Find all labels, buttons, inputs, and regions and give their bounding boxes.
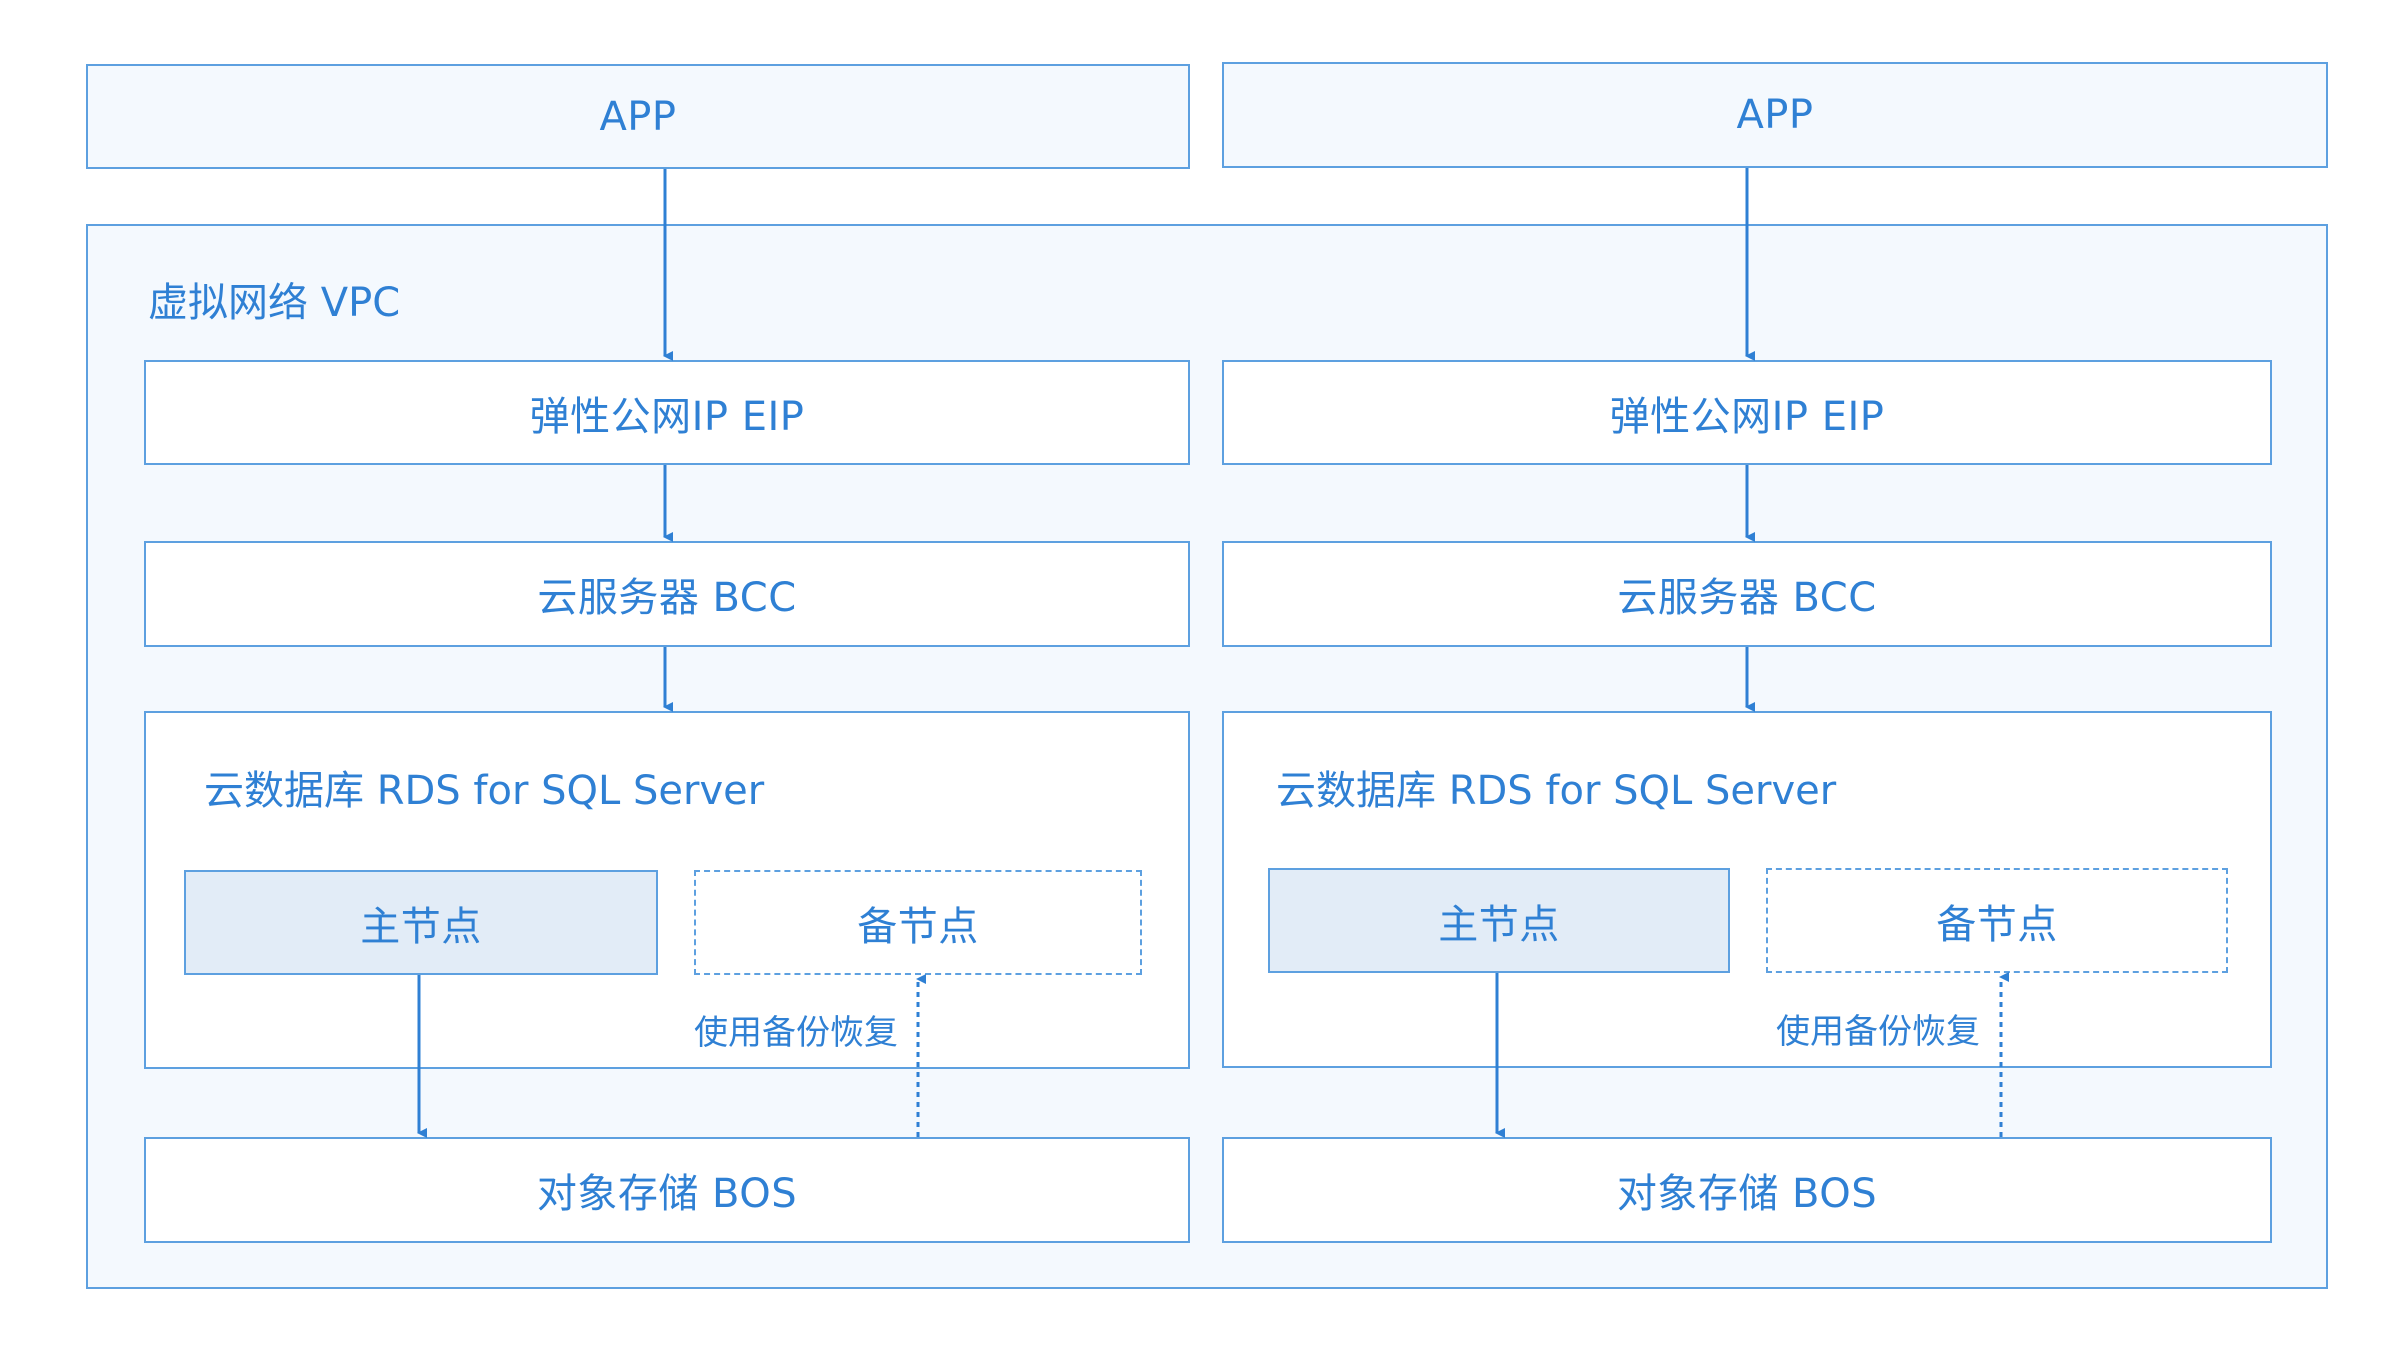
left-eip-box: 弹性公网IP EIP — [144, 360, 1190, 465]
left-primary-node: 主节点 — [184, 870, 658, 975]
right-app-label: APP — [1736, 92, 1814, 138]
left-eip-label: 弹性公网IP EIP — [529, 393, 805, 440]
left-app-label: APP — [599, 93, 677, 140]
right-eip-label: 弹性公网IP EIP — [1609, 393, 1885, 440]
right-bos-box: 对象存储 BOS — [1222, 1137, 2272, 1243]
left-standby-node-label: 备节点 — [857, 903, 979, 950]
right-restore-label: 使用备份恢复 — [1776, 1012, 1980, 1052]
right-eip-box: 弹性公网IP EIP — [1222, 360, 2272, 465]
right-primary-node-label: 主节点 — [1438, 901, 1560, 948]
right-standby-node-label: 备节点 — [1936, 901, 2058, 948]
left-primary-node-label: 主节点 — [360, 903, 482, 950]
right-rds-title: 云数据库 RDS for SQL Server — [1276, 768, 1837, 814]
left-app-box: APP — [86, 64, 1190, 169]
left-rds-title: 云数据库 RDS for SQL Server — [204, 768, 765, 814]
right-bcc-label: 云服务器 BCC — [1617, 575, 1877, 621]
right-bcc-box: 云服务器 BCC — [1222, 541, 2272, 647]
vpc-label: 虚拟网络 VPC — [148, 280, 401, 326]
left-bcc-label: 云服务器 BCC — [537, 575, 797, 621]
left-bos-label: 对象存储 BOS — [536, 1171, 798, 1217]
right-bos-label: 对象存储 BOS — [1616, 1171, 1878, 1217]
left-bos-box: 对象存储 BOS — [144, 1137, 1190, 1243]
right-primary-node: 主节点 — [1268, 868, 1730, 973]
left-bcc-box: 云服务器 BCC — [144, 541, 1190, 647]
left-restore-label: 使用备份恢复 — [694, 1013, 898, 1053]
right-app-box: APP — [1222, 62, 2328, 168]
right-standby-node: 备节点 — [1766, 868, 2228, 973]
left-standby-node: 备节点 — [694, 870, 1142, 975]
